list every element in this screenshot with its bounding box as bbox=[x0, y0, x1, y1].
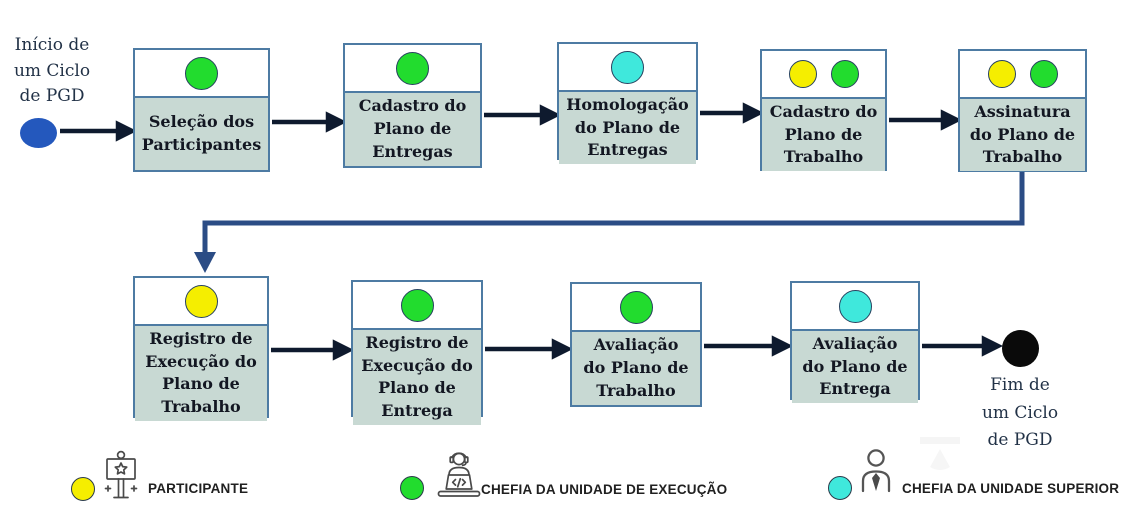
actor-dot-participante bbox=[184, 284, 218, 318]
step-actor-strip bbox=[762, 51, 885, 99]
actor-dot-chefia-superior bbox=[838, 289, 872, 323]
step-actor-strip bbox=[353, 282, 481, 330]
step-actor-strip bbox=[792, 283, 918, 331]
start-node bbox=[20, 118, 57, 148]
step-body: Registro de Execução do Plano de Entrega bbox=[353, 330, 481, 425]
step-body: Seleção dos Participantes bbox=[135, 98, 268, 170]
step-title: Seleção dos Participantes bbox=[141, 112, 262, 154]
step-box-avaliacao-plano-trabalho: Avaliação do Plano de Trabalho bbox=[570, 282, 702, 407]
actor-dot-chefia-execucao bbox=[185, 56, 218, 90]
step-actor-strip bbox=[135, 50, 268, 98]
actor-dot-chefia-execucao bbox=[619, 290, 653, 324]
step-actor-strip bbox=[345, 45, 480, 93]
step-title: Cadastro do Plano de Entregas bbox=[358, 96, 467, 161]
legend-dot-chefia-execucao bbox=[400, 476, 424, 500]
step-body: Cadastro do Plano de Entregas bbox=[345, 93, 480, 166]
actor-dot-chefia-execucao bbox=[830, 60, 859, 88]
step-title: Avaliação do Plano de Entrega bbox=[802, 334, 908, 399]
actor-dot-chefia-execucao bbox=[1029, 60, 1058, 88]
step-body: Registro de Execução do Plano de Trabalh… bbox=[135, 326, 267, 421]
actor-dot-participante bbox=[788, 60, 817, 88]
step-box-assinatura-plano-trabalho: Assinatura do Plano de Trabalho bbox=[958, 49, 1087, 172]
step-title: Homologação do Plano de Entregas bbox=[566, 95, 689, 160]
actor-dot-chefia-execucao bbox=[396, 51, 429, 85]
step-title: Cadastro do Plano de Trabalho bbox=[769, 102, 878, 167]
step-box-cadastro-plano-trabalho: Cadastro do Plano de Trabalho bbox=[760, 49, 887, 172]
step-box-avaliacao-plano-entrega: Avaliação do Plano de Entrega bbox=[790, 281, 920, 404]
person-tie-icon bbox=[861, 449, 891, 493]
actor-dot-chefia-execucao bbox=[400, 288, 434, 322]
step-actor-strip bbox=[559, 44, 696, 92]
end-label: Fim de um Ciclo de PGD bbox=[981, 375, 1059, 451]
step-actor-strip bbox=[135, 278, 267, 326]
actor-dot-chefia-superior bbox=[611, 50, 644, 84]
step-body: Cadastro do Plano de Trabalho bbox=[762, 99, 885, 172]
step-title: Avaliação do Plano de Trabalho bbox=[583, 335, 689, 400]
step-title: Assinatura do Plano de Trabalho bbox=[969, 102, 1076, 167]
step-box-homologacao-plano-entregas: Homologação do Plano de Entregas bbox=[557, 42, 698, 165]
step-title: Registro de Execução do Plano de Entrega bbox=[361, 333, 473, 421]
step-actor-strip bbox=[960, 51, 1085, 99]
step-body: Avaliação do Plano de Entrega bbox=[792, 331, 918, 404]
legend-dot-chefia-superior bbox=[828, 476, 852, 500]
watermark bbox=[920, 437, 960, 470]
step-box-registro-execucao-plano-entrega: Registro de Execução do Plano de Entrega bbox=[351, 280, 483, 425]
step-box-registro-execucao-plano-trabalho: Registro de Execução do Plano de Trabalh… bbox=[133, 276, 269, 421]
legend-dot-participante bbox=[71, 477, 95, 501]
legend-label-participante: PARTICIPANTE bbox=[148, 481, 249, 496]
end-node bbox=[1002, 330, 1039, 367]
step-box-selecao-participantes: Seleção dos Participantes bbox=[133, 48, 270, 172]
actor-dot-participante bbox=[987, 60, 1016, 88]
step-body: Avaliação do Plano de Trabalho bbox=[572, 332, 700, 405]
legend-label-chefia-execucao: CHEFIA DA UNIDADE DE EXECUÇÃO bbox=[481, 482, 728, 497]
step-title: Registro de Execução do Plano de Trabalh… bbox=[145, 329, 257, 417]
person-laptop-icon bbox=[437, 452, 481, 497]
step-box-cadastro-plano-entregas: Cadastro do Plano de Entregas bbox=[343, 43, 482, 168]
step-body: Homologação do Plano de Entregas bbox=[559, 92, 696, 165]
legend-label-chefia-superior: CHEFIA DA UNIDADE SUPERIOR bbox=[902, 481, 1120, 496]
step-actor-strip bbox=[572, 284, 700, 332]
step-body: Assinatura do Plano de Trabalho bbox=[960, 99, 1085, 172]
start-label: Início de um Ciclo de PGD bbox=[13, 35, 91, 106]
participant-banner-icon bbox=[104, 450, 138, 499]
